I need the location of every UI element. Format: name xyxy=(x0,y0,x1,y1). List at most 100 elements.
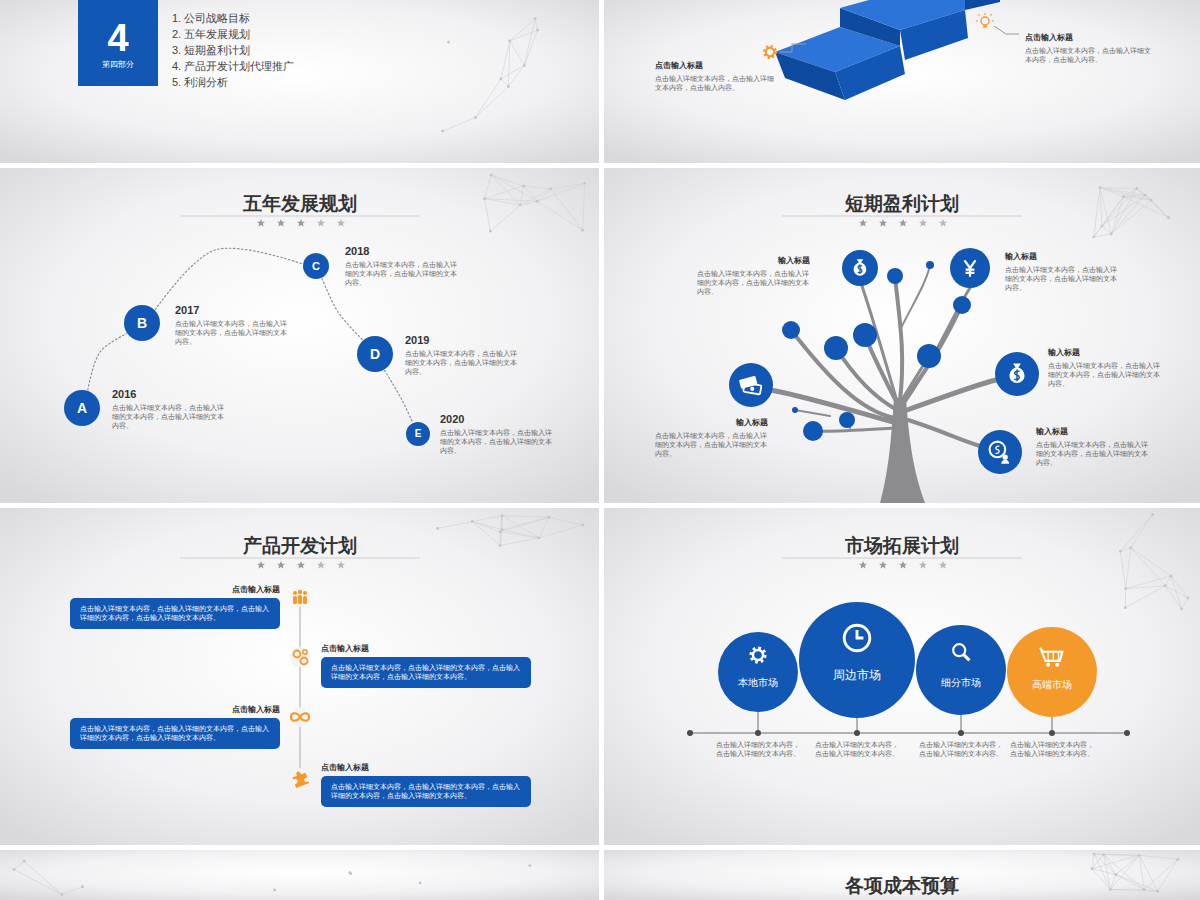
network-line xyxy=(1131,548,1165,586)
decor-polyline xyxy=(780,44,806,52)
callout-heading: 输入标题 xyxy=(655,418,768,428)
decor-polygon xyxy=(835,46,905,100)
decor-rect xyxy=(0,168,599,503)
network-dot xyxy=(1122,195,1125,198)
list-item: 4. 产品开发计划代理推广 xyxy=(172,60,392,74)
decor-use xyxy=(859,561,867,568)
decor-circle xyxy=(782,321,800,339)
network-dot xyxy=(441,130,444,133)
network-line xyxy=(472,521,500,531)
decor-use xyxy=(953,644,969,660)
decor-use xyxy=(293,590,307,604)
network-line xyxy=(1110,889,1144,890)
circle-shape xyxy=(916,625,1006,715)
decor-use xyxy=(919,561,927,568)
section-number: 4 xyxy=(107,17,128,61)
network-dot xyxy=(1176,858,1179,861)
decor-circle xyxy=(755,730,761,736)
box-body: 点击输入详细文本内容，点击输入详细的文本内容，点击输入详细的文本内容，点击输入详… xyxy=(321,776,531,807)
decor-circle xyxy=(803,421,823,441)
network-dot xyxy=(1114,873,1117,876)
network-dot xyxy=(1150,199,1153,202)
decor-use xyxy=(751,648,765,662)
milestone-letter: E xyxy=(415,428,422,440)
decor-use xyxy=(899,219,907,226)
network-line xyxy=(520,189,550,205)
product-timeline xyxy=(290,587,310,788)
network-dot xyxy=(273,888,276,891)
decor-use xyxy=(317,561,325,568)
market-circle: 细分市场 xyxy=(916,625,1006,715)
decor-path xyxy=(900,266,930,330)
network-line xyxy=(501,79,509,87)
decor-path xyxy=(880,398,925,503)
decor-circle xyxy=(1049,730,1055,736)
network-dot xyxy=(1156,890,1159,893)
decor-use xyxy=(294,650,308,665)
slide-title: 各项成本预算 xyxy=(792,874,1012,898)
network-dot xyxy=(489,230,492,233)
network-line xyxy=(501,66,524,79)
decor-circle xyxy=(729,363,773,407)
network-line xyxy=(1092,855,1139,868)
network-line xyxy=(1165,586,1188,598)
network-line xyxy=(502,516,549,518)
network-dot xyxy=(471,520,474,523)
network-dot xyxy=(1102,853,1105,856)
network-dot xyxy=(1124,587,1127,590)
decor-circle xyxy=(926,261,934,269)
callout-heading: 输入标题 xyxy=(1048,348,1160,358)
network-line xyxy=(1165,576,1171,586)
circle-fill xyxy=(1007,627,1097,717)
slide-title: 产品开发计划 xyxy=(190,534,410,558)
network-line xyxy=(500,530,502,546)
slide-title: 短期盈利计划 xyxy=(792,192,1012,216)
dotted-connector xyxy=(155,248,302,309)
network-line xyxy=(1092,869,1110,890)
network-dot xyxy=(522,185,525,188)
circle-fill xyxy=(303,253,329,279)
network-line xyxy=(551,189,583,230)
body-text: 点击输入详细文本内容，点击输入详细文本内容，点击输入内容。 xyxy=(655,75,775,93)
decor-circle xyxy=(290,647,310,667)
market-circle: 周边市场 xyxy=(799,602,915,718)
body-text: 点击输入详细的文本内容，点击输入详细的文本内容。 xyxy=(715,741,801,759)
body-text: 点击输入详细文本内容，点击输入详细的文本内容，点击输入详细的文本内容。 xyxy=(112,404,224,430)
network-line xyxy=(484,199,490,231)
decor-circle xyxy=(792,407,798,413)
network-dot xyxy=(501,514,504,517)
network-dot xyxy=(1129,546,1132,549)
network-dot xyxy=(1119,550,1122,553)
network-line xyxy=(510,30,538,41)
network-dot xyxy=(1170,575,1173,578)
circle-fill xyxy=(124,305,160,341)
body-text: 点击输入详细文本内容，点击输入详细的文本内容，点击输入详细的文本内容。 xyxy=(1036,441,1148,467)
body-text: 点击输入详细文本内容，点击输入详细的文本内容，点击输入详细的文本内容。 xyxy=(175,320,287,346)
network-dot xyxy=(534,17,537,20)
network-line xyxy=(510,41,525,66)
circle-fill xyxy=(357,336,393,372)
process-box: 点击输入标题点击输入详细文本内容，点击输入详细的文本内容，点击输入详细的文本内容… xyxy=(70,705,280,749)
network-line xyxy=(1094,854,1139,855)
network-dot xyxy=(1099,186,1102,189)
network-line xyxy=(502,516,503,530)
network-dot xyxy=(1143,888,1146,891)
decor-use xyxy=(764,46,775,57)
box-heading: 点击输入标题 xyxy=(321,644,531,654)
circle-shape xyxy=(799,602,915,718)
network-dot xyxy=(1135,187,1138,190)
network-line xyxy=(1120,548,1130,552)
dotted-connector xyxy=(385,370,413,422)
decor-use xyxy=(277,561,285,568)
year-label: 2017 xyxy=(175,304,235,318)
year-label: 2019 xyxy=(405,334,465,348)
decor-use xyxy=(337,219,345,226)
decor-use xyxy=(965,260,976,277)
market-circle: 高端市场 xyxy=(1007,627,1097,717)
decor-use xyxy=(257,219,265,226)
network-dot xyxy=(507,85,510,88)
decor-circle xyxy=(887,268,903,284)
network-line xyxy=(502,530,539,538)
decor-use xyxy=(976,13,994,28)
decor-use xyxy=(859,219,867,226)
